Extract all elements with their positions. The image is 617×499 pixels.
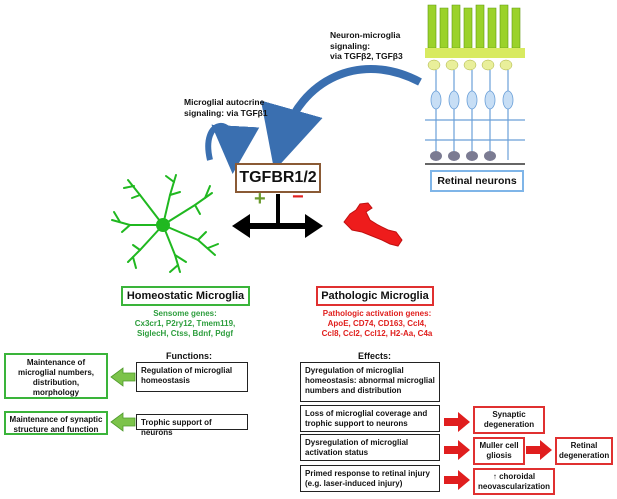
pathologic-genes-title: Pathologic activation genes: xyxy=(322,309,432,318)
effect-dysregulation-line3: numbers and distribution xyxy=(305,386,402,395)
neuron-signal-line2: signaling: xyxy=(330,40,371,51)
function-homeostasis-line2: homeostasis xyxy=(141,376,190,385)
effect-box-activation: Dysregulation of microglial activation s… xyxy=(300,434,440,461)
outcome-muller-gliosis: Muller cell gliosis xyxy=(473,437,525,465)
outcome-retinal-degeneration: Retinal degeneration xyxy=(555,437,613,465)
autocrine-label: Microglial autocrine signaling: via TGFβ… xyxy=(184,97,304,118)
retinal-degeneration-line2: degeneration xyxy=(559,451,610,460)
function-box-homeostasis: Regulation of microglial homeostasis xyxy=(136,362,248,392)
choroidal-line1: ↑ choroidal xyxy=(492,472,536,481)
homeostatic-microglia-illustration xyxy=(111,174,219,273)
sensome-genes-line1: Cx3cr1, P2ry12, Tmem119, xyxy=(134,319,236,328)
pathologic-genes: Pathologic activation genes: ApoE, CD74,… xyxy=(302,309,452,339)
muller-gliosis-line2: gliosis xyxy=(486,451,512,460)
effect-dysregulation-line2: homeostasis: abnormal microglial xyxy=(305,376,435,385)
autocrine-label-line1: Microglial autocrine xyxy=(184,97,265,107)
outcome-synaptic-line2: structure and function xyxy=(13,425,99,434)
effect-activation-line1: Dysregulation of microglial xyxy=(305,438,409,447)
muller-gliosis-line1: Muller cell xyxy=(479,441,519,450)
receptor-box: TGFBR1/2 xyxy=(235,163,321,193)
outcome-maintenance-line4: morphology xyxy=(32,388,80,397)
function-box-trophic: Trophic support of neurons xyxy=(136,414,248,437)
effect-primed-line1: Primed response to retinal injury xyxy=(305,469,430,478)
effect-dysregulation-line1: Dyregulation of microglial xyxy=(305,366,404,375)
choroidal-line2: neovascularization xyxy=(477,482,551,491)
sensome-genes: Sensome genes: Cx3cr1, P2ry12, Tmem119, … xyxy=(120,309,250,339)
effect-loss-line2: trophic support to neurons xyxy=(305,419,408,428)
homeostatic-title: Homeostatic Microglia xyxy=(121,286,250,306)
minus-sign: − xyxy=(292,186,304,208)
effect-box-primed: Primed response to retinal injury (e.g. … xyxy=(300,465,440,492)
synaptic-degeneration-line2: degeneration xyxy=(483,420,535,429)
effect-loss-line1: Loss of microglial coverage and xyxy=(305,409,428,418)
neuron-signal-line3: via TGFβ2, TGFβ3 xyxy=(330,51,403,62)
neuron-signal-label: Neuron-microglia signaling: via TGFβ2, T… xyxy=(330,30,430,62)
effect-arrows xyxy=(444,412,552,490)
effects-title: Effects: xyxy=(358,351,392,361)
sensome-genes-title: Sensome genes: xyxy=(153,309,217,318)
function-homeostasis-line1: Regulation of microglial xyxy=(141,366,233,375)
outcome-synaptic-degeneration: Synaptic degeneration xyxy=(473,406,545,434)
outcome-box-synaptic-maintenance: Maintenance of synaptic structure and fu… xyxy=(4,411,108,435)
effect-primed-line2: (e.g. laser-induced injury) xyxy=(305,479,403,488)
outcome-synaptic-line1: Maintenance of synaptic xyxy=(9,415,103,424)
outcome-choroidal-neovascularization: ↑ choroidal neovascularization xyxy=(473,468,555,495)
retinal-degeneration-line1: Retinal xyxy=(570,441,598,450)
function-trophic-line1: Trophic support of neurons xyxy=(141,418,212,437)
pathologic-microglia-illustration xyxy=(343,202,403,247)
autocrine-label-line2: signaling: via TGFβ1 xyxy=(184,107,268,118)
pathologic-genes-line1: ApoE, CD74, CD163, Ccl4, xyxy=(327,319,427,328)
sensome-genes-line2: SiglecH, Ctss, Bdnf, Pdgf xyxy=(136,329,233,338)
function-arrows xyxy=(110,367,136,432)
neuron-signal-line1: Neuron-microglia xyxy=(330,30,401,40)
pathologic-genes-line2: Ccl8, Ccl2, Ccl12, H2-Aa, C4a xyxy=(321,329,433,338)
retinal-neurons-box: Retinal neurons xyxy=(430,170,524,192)
outcome-maintenance-line3: distribution, xyxy=(32,378,80,387)
outcome-maintenance-line1: Maintenance of xyxy=(26,358,86,367)
effect-box-loss-coverage: Loss of microglial coverage and trophic … xyxy=(300,405,440,432)
effect-box-dysregulation: Dyregulation of microglial homeostasis: … xyxy=(300,362,440,402)
outcome-maintenance-line2: microglial numbers, xyxy=(17,368,95,377)
retinal-neurons-illustration xyxy=(425,4,525,165)
pathologic-title: Pathologic Microglia xyxy=(316,286,434,306)
plus-sign: + xyxy=(254,188,266,210)
neuron-microglia-arrow xyxy=(260,65,422,171)
outcome-box-microglial-maintenance: Maintenance of microglial numbers, distr… xyxy=(4,353,108,399)
synaptic-degeneration-line1: Synaptic xyxy=(492,410,526,419)
effect-activation-line2: activation status xyxy=(305,448,369,457)
autocrine-arrow xyxy=(205,122,260,174)
functions-title: Functions: xyxy=(166,351,212,361)
